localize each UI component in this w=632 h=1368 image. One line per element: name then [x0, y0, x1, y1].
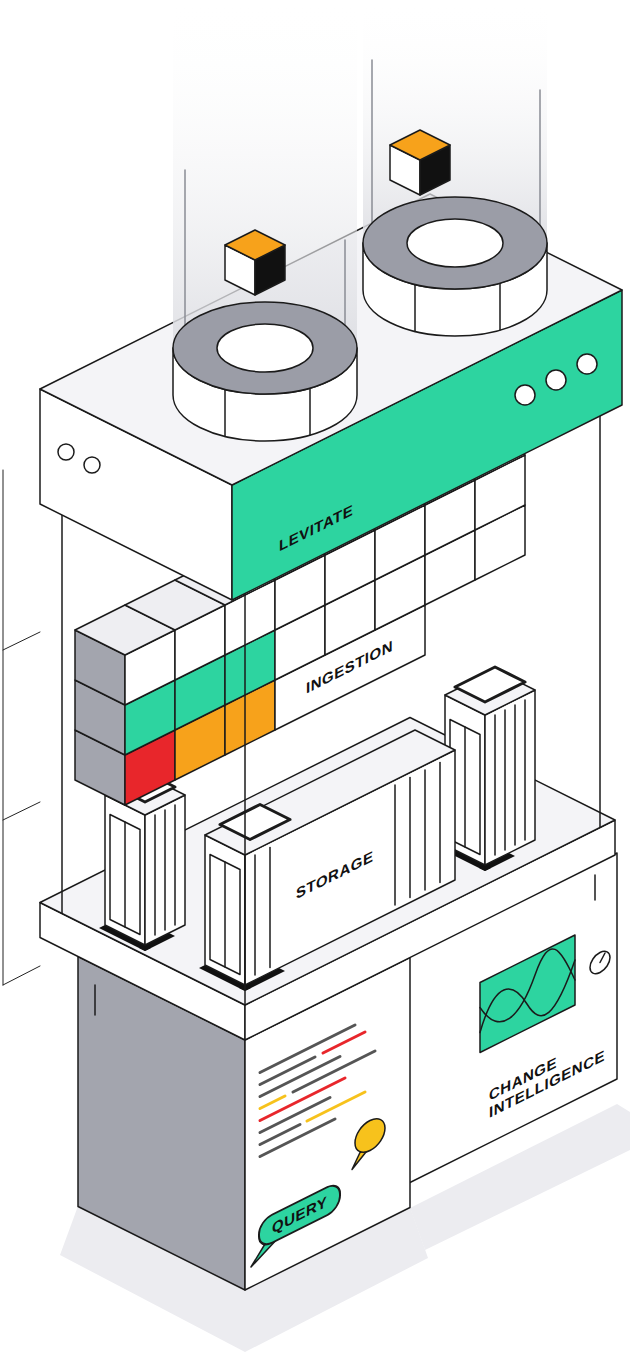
indicator-light: [58, 444, 74, 460]
ring: [363, 197, 547, 336]
ring-seam: [224, 389, 226, 436]
label-text: STORAGE: [296, 847, 373, 904]
gauge-needle: [600, 953, 605, 963]
container-door: [224, 862, 226, 967]
container-rib: [394, 785, 396, 905]
container-face: [205, 835, 245, 985]
container-rib: [254, 855, 256, 975]
face-label: STORAGE: [292, 843, 377, 908]
cabinet-face: [485, 690, 535, 865]
container-rib: [269, 848, 271, 968]
wall-line: [3, 632, 40, 650]
container-top: [205, 730, 455, 855]
wall-line: [3, 470, 4, 985]
code-line: [260, 1119, 335, 1157]
cube-top: [390, 130, 450, 160]
code-line: [293, 1051, 375, 1092]
ring: [173, 302, 357, 441]
beam-line: [371, 60, 373, 228]
code-line: [323, 1032, 365, 1053]
ring-hole: [217, 324, 313, 372]
chart-panel: [480, 935, 575, 1053]
cabinet-rib: [154, 815, 156, 935]
beam-line: [539, 90, 541, 225]
cabinet-rib: [494, 715, 496, 855]
ring-seam: [309, 388, 311, 435]
label-text: CHANGE INTELLIGENCE: [489, 1029, 605, 1122]
code-line: [260, 1025, 355, 1073]
cabinet-door: [110, 815, 140, 935]
indicator-light: [577, 354, 597, 374]
indicator-light: [546, 370, 566, 390]
light-beams: [173, 0, 547, 348]
support-line: [61, 515, 63, 913]
cabinet-door: [124, 822, 126, 927]
cabinet-rib: [524, 700, 526, 840]
code-line: [260, 1096, 285, 1109]
support-line: [599, 416, 601, 827]
box-detail: [94, 985, 96, 1015]
face-label: CHANGE INTELLIGENCE: [485, 1025, 609, 1126]
label-text: QUERY: [272, 1192, 327, 1238]
server-cabinet: [445, 667, 535, 865]
box-detail: [594, 875, 596, 900]
code-line: [260, 1057, 340, 1097]
label-text: LEVITATE: [279, 500, 353, 555]
chart-wave: [480, 954, 575, 1047]
container-rib: [409, 778, 411, 898]
beam-line: [344, 240, 346, 330]
ring-top: [173, 302, 357, 394]
chat-bubble: [355, 1113, 385, 1158]
ring-seam: [499, 283, 501, 330]
cabinet-rib: [514, 705, 516, 845]
ring-top: [363, 197, 547, 289]
chart-wave: [480, 937, 575, 1033]
floating-cube: [390, 130, 450, 195]
face-label: LEVITATE: [275, 496, 357, 559]
wall-lines: [3, 470, 40, 985]
container-rib: [439, 763, 441, 883]
cabinet-plate: [455, 667, 525, 702]
indicator-light: [515, 385, 535, 405]
cube-top: [225, 230, 285, 260]
container-plate: [220, 805, 290, 840]
label-text: INGESTION: [306, 636, 393, 698]
cabinet-door: [464, 727, 466, 847]
code-line: [307, 1092, 365, 1121]
cabinet-rib: [504, 710, 506, 850]
cabinet-rib: [174, 805, 176, 925]
code-line: [260, 1125, 300, 1145]
wall-line: [3, 802, 40, 820]
cabinet-rib: [164, 810, 166, 930]
light-beam: [173, 0, 357, 348]
wall-line: [3, 966, 40, 985]
cabinet-face: [145, 795, 185, 945]
container-rib: [424, 770, 426, 890]
gauge-dial: [590, 948, 610, 978]
ring-seam: [414, 284, 416, 331]
storage-container: [205, 730, 455, 985]
code-line: [260, 1057, 315, 1085]
support-line: [244, 594, 246, 1005]
ring-hole: [407, 219, 503, 267]
code-line: [260, 1078, 345, 1121]
face-label: INGESTION: [302, 632, 397, 702]
beam-line: [184, 170, 186, 330]
cabinet-face: [105, 795, 145, 945]
container-door: [210, 855, 240, 975]
indicator-light: [84, 457, 100, 473]
floating-cube: [225, 230, 285, 295]
speech-bubble: QUERY: [258, 1179, 341, 1251]
